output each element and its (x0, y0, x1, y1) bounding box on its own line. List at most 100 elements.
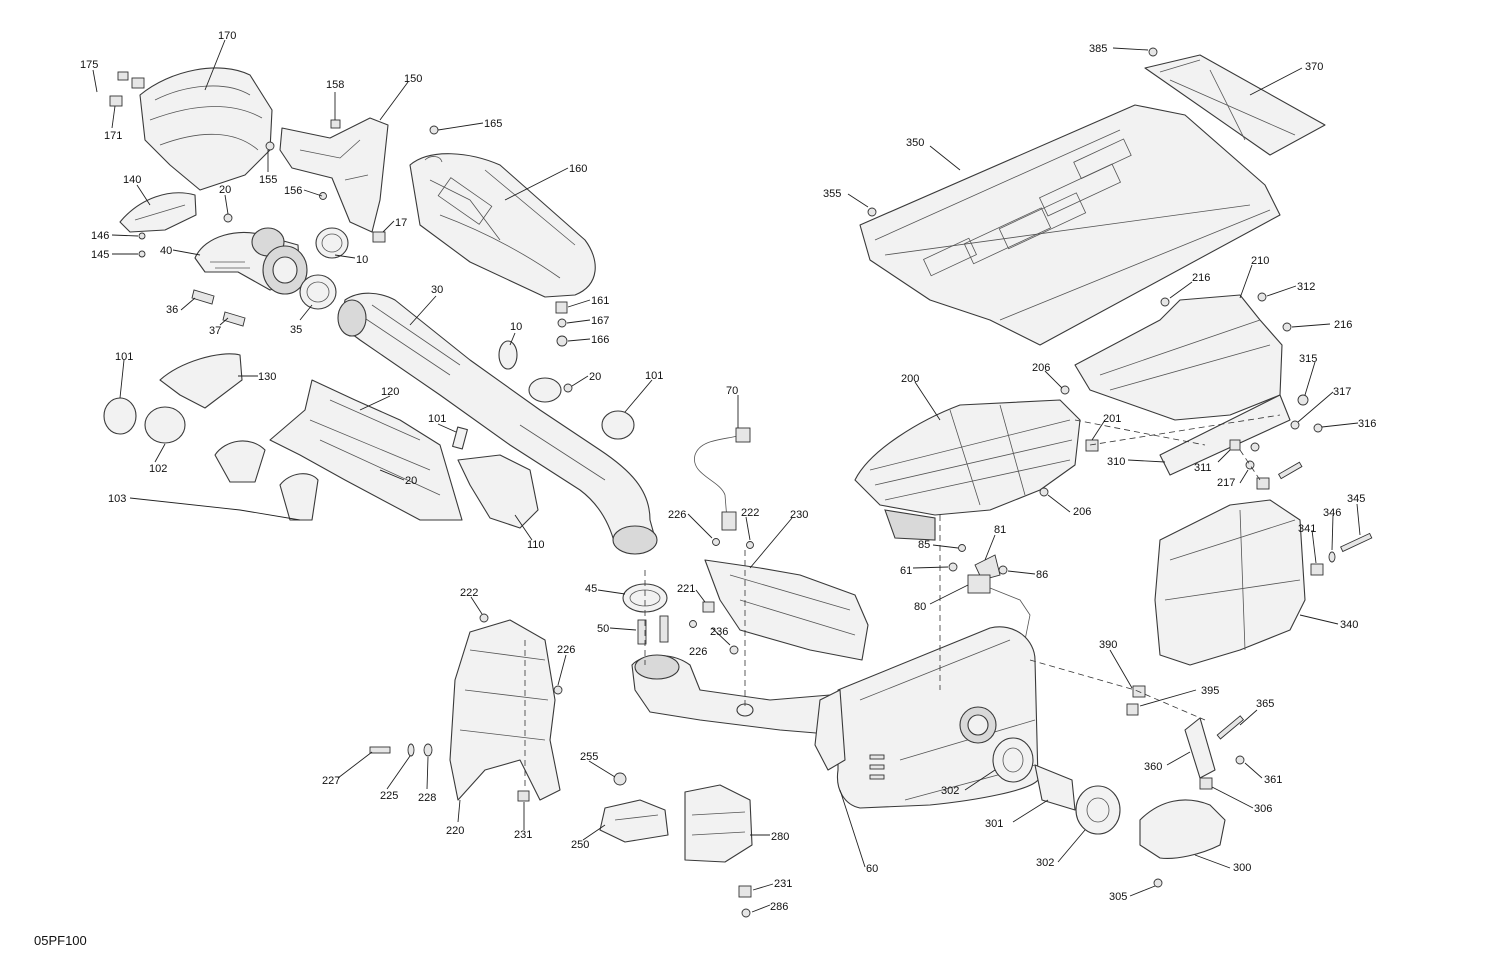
callout-140: 140 (123, 174, 141, 186)
washer-346 (1328, 551, 1336, 563)
bolt-345 (1340, 532, 1373, 553)
callout-301: 301 (985, 818, 1003, 830)
callout-101-a: 101 (115, 351, 133, 363)
gasket-10b (498, 340, 518, 370)
callout-155: 155 (259, 174, 277, 186)
callout-222-b: 222 (460, 587, 478, 599)
screw-216b (1282, 322, 1292, 332)
callout-86: 86 (1036, 569, 1048, 581)
callout-220: 220 (446, 825, 464, 837)
callout-206-b: 206 (1073, 506, 1091, 518)
screw-206b (1039, 487, 1049, 497)
screw-385 (1148, 47, 1158, 57)
callout-50: 50 (597, 623, 609, 635)
heat-shield-340 (1154, 499, 1306, 666)
callout-222-a: 222 (741, 507, 759, 519)
callout-158: 158 (326, 79, 344, 91)
bolt-156 (319, 192, 327, 200)
clamp-101a (103, 397, 137, 435)
screw-361 (1235, 755, 1245, 765)
callout-306: 306 (1254, 803, 1272, 815)
callout-101-c: 101 (645, 370, 663, 382)
oxygen-sensor-70 (694, 427, 751, 531)
gasket-302b (1075, 785, 1121, 835)
callout-305: 305 (1109, 891, 1127, 903)
callout-311: 311 (1194, 462, 1212, 474)
callout-70: 70 (726, 385, 738, 397)
nut-216a (1160, 297, 1170, 307)
bolt-227 (369, 746, 391, 754)
callout-312: 312 (1297, 281, 1315, 293)
callout-30: 30 (431, 284, 443, 296)
screw-226a (712, 538, 720, 546)
washer-225 (407, 743, 415, 757)
gasket-45 (622, 583, 668, 613)
callout-166: 166 (591, 334, 609, 346)
callout-labels: 170 175 171 158 150 165 160 155 156 17 1… (80, 30, 1376, 913)
clip-17 (372, 231, 386, 243)
screw-286 (741, 908, 751, 918)
skid-plate-350 (859, 104, 1281, 346)
spring-50b (659, 615, 669, 643)
callout-365: 365 (1256, 698, 1274, 710)
callout-216-b: 216 (1334, 319, 1352, 331)
callout-45: 45 (585, 583, 597, 595)
sensor-80 (967, 574, 991, 594)
callout-217: 217 (1217, 477, 1235, 489)
nut-158 (330, 119, 341, 129)
callout-316: 316 (1358, 418, 1376, 430)
screw-226b (689, 620, 697, 628)
nut-311 (1250, 442, 1260, 452)
nut-236 (729, 645, 739, 655)
nut-61 (948, 562, 958, 572)
callout-35: 35 (290, 324, 302, 336)
callout-216-a: 216 (1192, 272, 1210, 284)
callout-236: 236 (710, 626, 728, 638)
clip-171b (131, 77, 145, 89)
screw-222b (479, 613, 489, 623)
callout-20-c: 20 (405, 475, 417, 487)
callout-165: 165 (484, 118, 502, 130)
callout-226-c: 226 (557, 644, 575, 656)
front-pipe-30 (337, 292, 658, 555)
callout-61: 61 (900, 565, 912, 577)
callout-300: 300 (1233, 862, 1251, 874)
callout-120: 120 (381, 386, 399, 398)
nut-171 (109, 95, 123, 107)
callout-227: 227 (322, 775, 340, 787)
heat-shield-230 (704, 559, 869, 661)
callout-145: 145 (91, 249, 109, 261)
callout-231-b: 231 (774, 878, 792, 890)
stud-36 (191, 289, 215, 305)
callout-345: 345 (1347, 493, 1365, 505)
hw-167 (557, 318, 567, 328)
callout-385: 385 (1089, 43, 1107, 55)
nut-315 (1297, 394, 1309, 406)
callout-341: 341 (1298, 523, 1316, 535)
hw-166 (556, 335, 568, 347)
callout-161: 161 (591, 295, 609, 307)
callout-231-a: 231 (514, 829, 532, 841)
callout-201: 201 (1103, 413, 1121, 425)
callout-167: 167 (591, 315, 609, 327)
callout-175: 175 (80, 59, 98, 71)
clip-103b (279, 473, 319, 521)
callout-226-b: 226 (689, 646, 707, 658)
callout-101-b: 101 (428, 413, 446, 425)
callout-20-b: 20 (589, 371, 601, 383)
bolt-365 (1216, 715, 1245, 740)
clamp-101c (601, 410, 635, 440)
callout-221: 221 (677, 583, 695, 595)
callout-81: 81 (994, 524, 1006, 536)
heat-shield-110 (457, 454, 539, 529)
callout-250: 250 (571, 839, 589, 851)
callout-302-a: 302 (941, 785, 959, 797)
callout-170: 170 (218, 30, 236, 42)
callout-206-a: 206 (1032, 362, 1050, 374)
nut-20a (223, 213, 233, 223)
callout-17: 17 (395, 217, 407, 229)
spring-50a (637, 619, 647, 645)
cover-280 (684, 784, 753, 863)
callout-230: 230 (790, 509, 808, 521)
